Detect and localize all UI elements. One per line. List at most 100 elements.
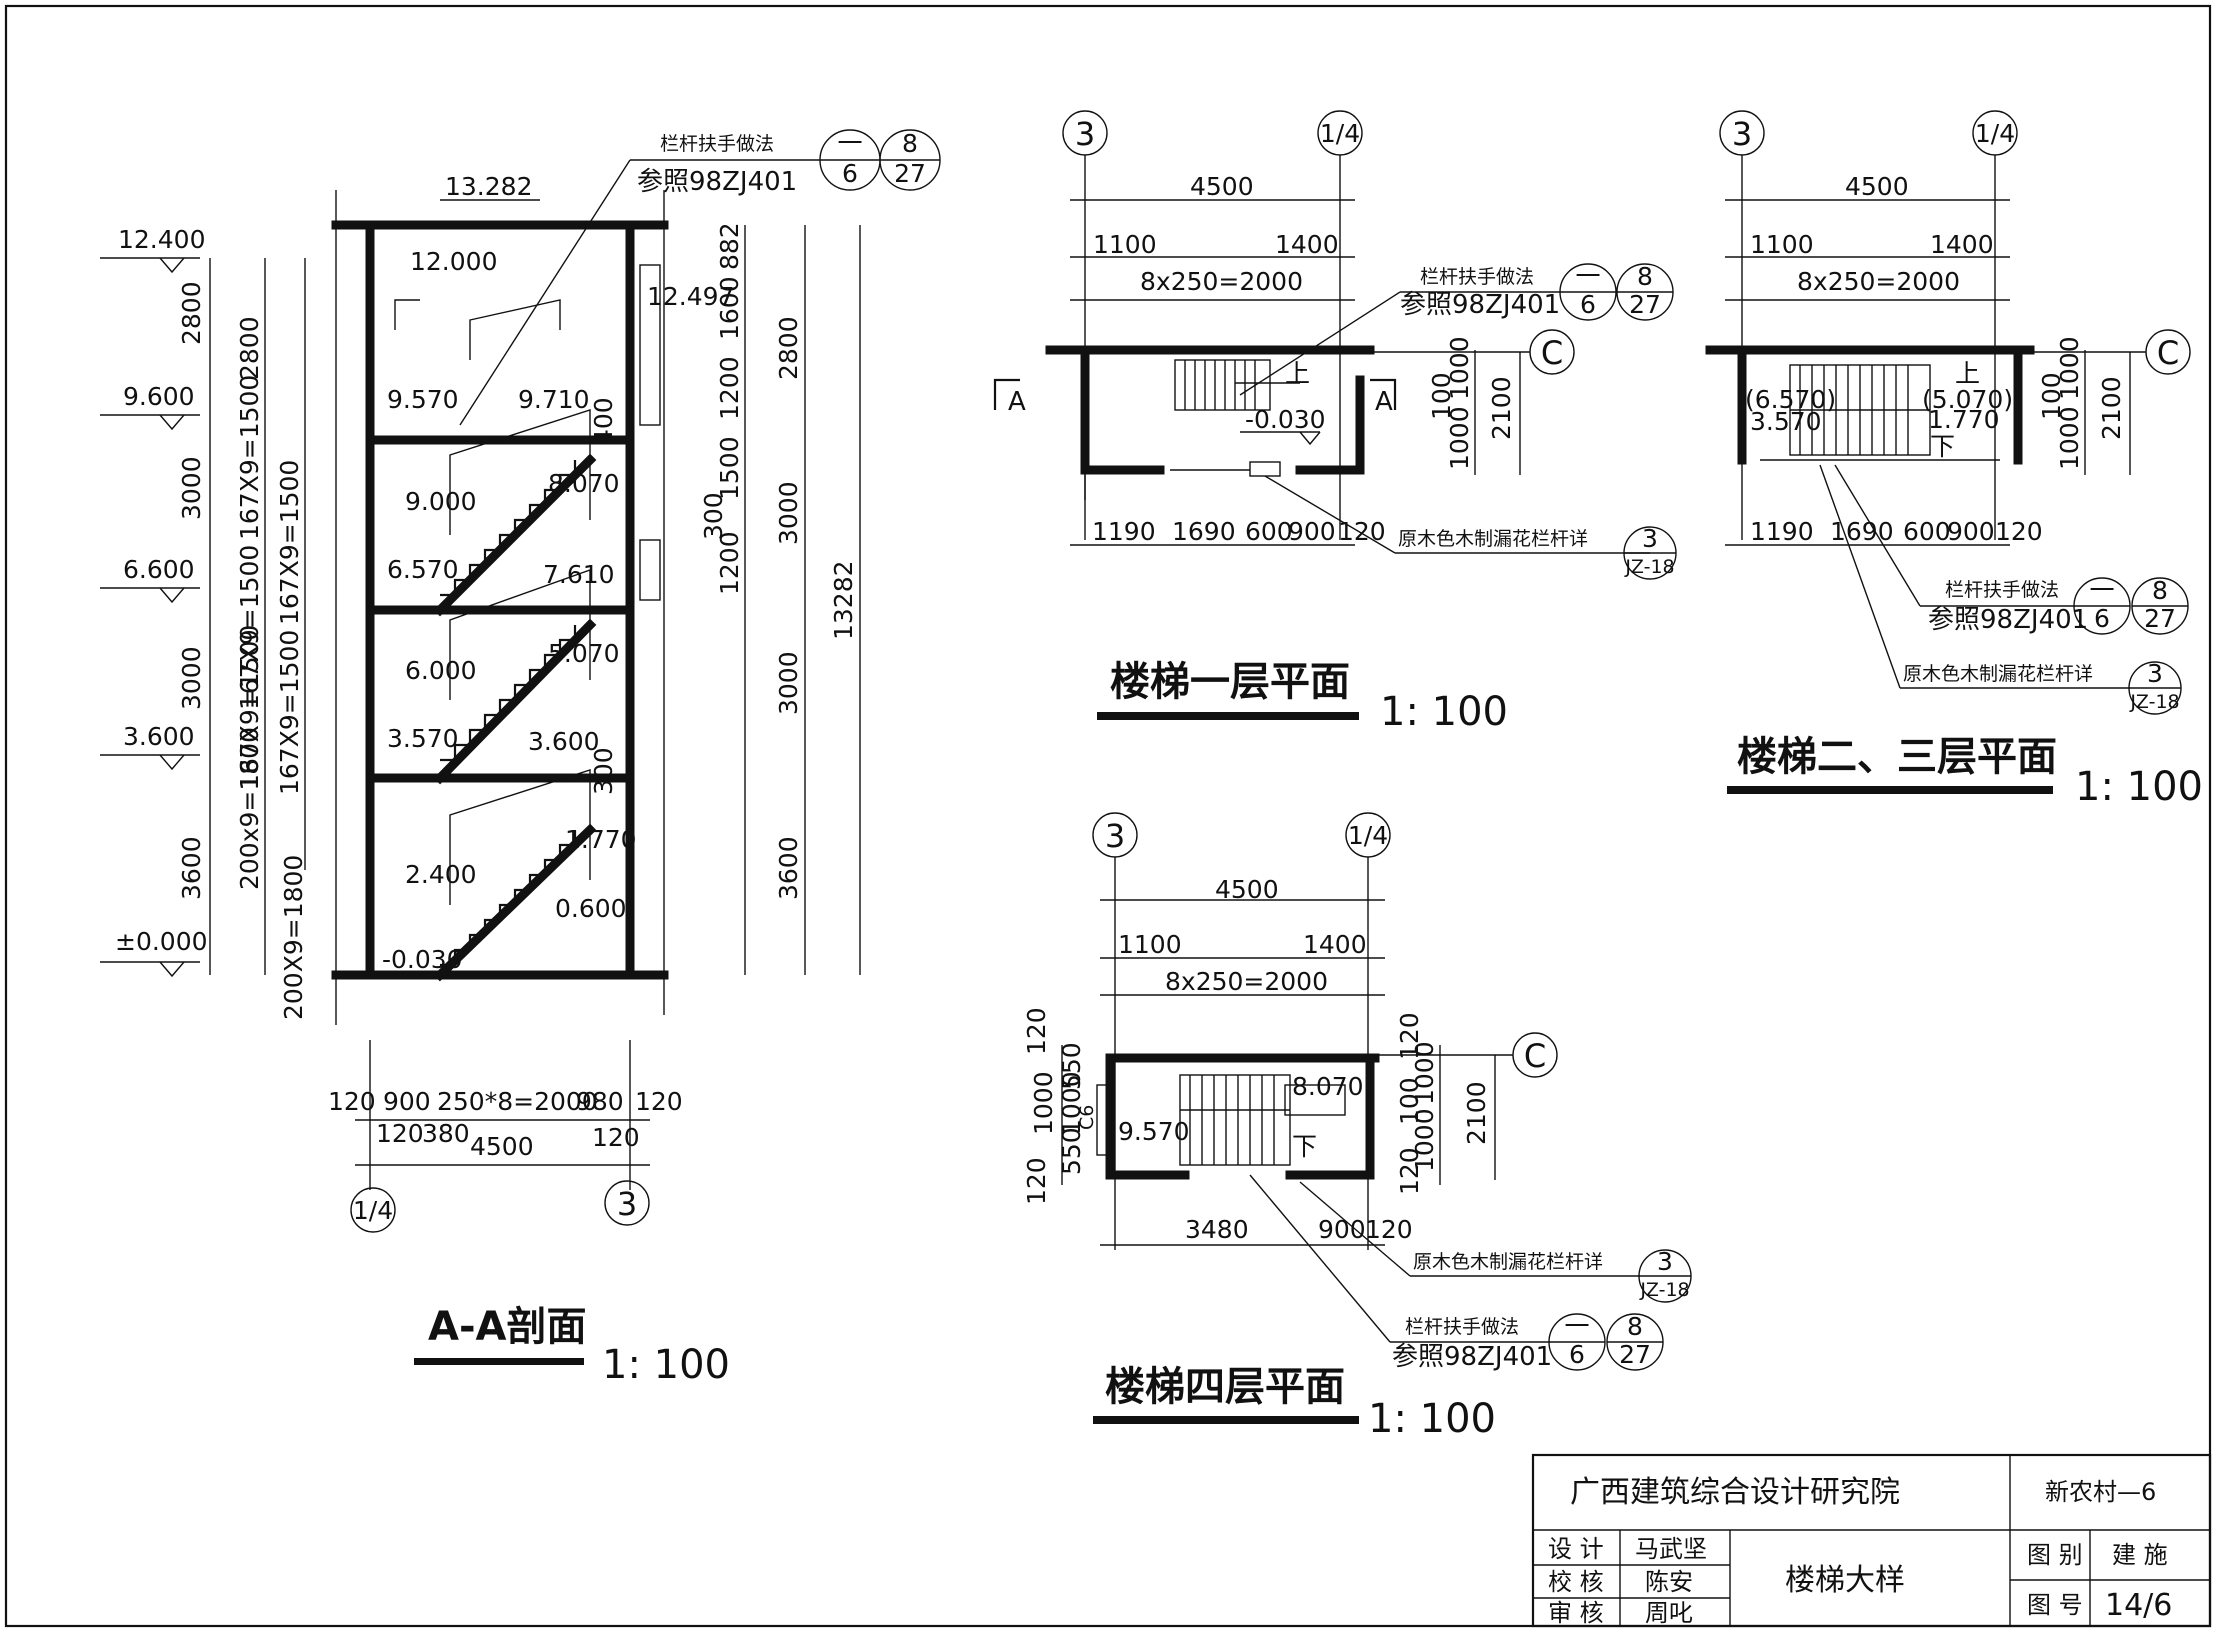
section-note-ref2-bottom: 27 bbox=[894, 159, 926, 188]
plan4-dim-l-1000b: 1000 bbox=[1057, 1071, 1086, 1135]
plan1-note1-ref-bottom: 6 bbox=[1580, 290, 1596, 319]
plan23-dim-total: 4500 bbox=[1845, 172, 1909, 201]
plan1-axis-c: C bbox=[1541, 334, 1563, 372]
section-title: A-A剖面 bbox=[428, 1304, 587, 1350]
plan23-up-label: 上 bbox=[1955, 359, 1980, 388]
plan4-note1-ref-bottom: JZ-18 bbox=[1639, 1279, 1689, 1301]
sheet-border bbox=[4, 4, 2212, 1628]
level-left-0000: ±0.000 bbox=[115, 927, 208, 956]
plan4-note2-ref-bottom: 6 bbox=[1569, 1340, 1585, 1369]
plan4-dim-treads: 8x250=2000 bbox=[1165, 967, 1328, 996]
dim-right-400: 400 bbox=[589, 397, 618, 445]
level-8070: 8.070 bbox=[548, 469, 620, 498]
plan1-dim-treads: 8x250=2000 bbox=[1140, 267, 1303, 296]
plan1-dim-b-120: 120 bbox=[1338, 517, 1386, 546]
plan1-note2-ref-bottom: JZ-18 bbox=[1624, 556, 1674, 578]
plan1-dim-right-1000b: 1000 bbox=[1445, 406, 1474, 470]
dim-right-1200b: 1200 bbox=[715, 531, 744, 595]
dim-right-total: 13282 bbox=[829, 560, 858, 640]
dim-left2-d: 200x9=1800 bbox=[235, 727, 264, 890]
axis-bubble-3: 3 bbox=[617, 1185, 637, 1223]
tb-number-label: 图 号 bbox=[2027, 1591, 2083, 1619]
section-aa: 栏杆扶手做法 参照98ZJ401 一 6 8 27 bbox=[100, 129, 941, 1388]
tb-category-label: 图 别 bbox=[2027, 1541, 2083, 1569]
level-left-6600: 6.600 bbox=[123, 555, 195, 584]
plan23-dim-right-100: 100 bbox=[2037, 372, 2066, 420]
plan23-dim-1100: 1100 bbox=[1750, 230, 1814, 259]
plan1-dim-1400: 1400 bbox=[1275, 230, 1339, 259]
plan4-note2-ref2-top: 8 bbox=[1627, 1312, 1643, 1341]
plan1-dim-total: 4500 bbox=[1190, 172, 1254, 201]
plan23-level-5070: (5.070) bbox=[1922, 385, 2013, 414]
plan1-note2-line1: 原木色木制漏花栏杆详 bbox=[1398, 528, 1588, 550]
plan1-dim-right-1000a: 1000 bbox=[1445, 336, 1474, 400]
tb-name-check: 陈安 bbox=[1645, 1568, 1693, 1596]
plan4-dims-left: 120 550 1000 1000 550 120 bbox=[1022, 1007, 1086, 1205]
level-0600: 0.600 bbox=[555, 894, 627, 923]
dim-left3-b: 167X9=1500 bbox=[275, 630, 304, 795]
level-12000: 12.000 bbox=[410, 247, 497, 276]
dim-right-300b: 300 bbox=[589, 747, 618, 795]
tb-name-design: 马武坚 bbox=[1635, 1535, 1707, 1563]
plan4-note1-line1: 原木色木制漏花栏杆详 bbox=[1413, 1251, 1603, 1273]
dim-left2-c: 167X9=1500 bbox=[235, 625, 264, 790]
plan23-axis-c: C bbox=[2157, 334, 2179, 372]
dim-bottom-900: 900 bbox=[383, 1087, 431, 1116]
plan1-dim-b-1190: 1190 bbox=[1092, 517, 1156, 546]
plan1-dim-b-600: 600 bbox=[1245, 517, 1293, 546]
plan4-note2-ref-top: 一 bbox=[1564, 1312, 1589, 1341]
level-9710: 9.710 bbox=[518, 385, 590, 414]
plan4-dim-1400: 1400 bbox=[1303, 930, 1367, 959]
dim-bottom-treads: 250*8=2000 bbox=[437, 1087, 598, 1116]
plan23-dim-right-1000b: 1000 bbox=[2055, 406, 2084, 470]
dim-bottom-120a: 120 bbox=[328, 1087, 376, 1116]
plan4-dim-l-550b: 550 bbox=[1057, 1127, 1086, 1175]
plan4-dim-b-120: 120 bbox=[1365, 1215, 1413, 1244]
plan4-dim-r-1000a: 1000 bbox=[1410, 1041, 1439, 1105]
plan4-level-9570: 9.570 bbox=[1118, 1117, 1190, 1146]
level-12497: 12.497 bbox=[647, 282, 734, 311]
plan23-note1-ref-top: 一 bbox=[2089, 576, 2114, 605]
plan1-note1-line2: 参照98ZJ401 bbox=[1400, 290, 1560, 320]
plan23-dim-b-1190: 1190 bbox=[1750, 517, 1814, 546]
level-3600-inner: 3.600 bbox=[528, 727, 600, 756]
dim-right2-3000a: 3000 bbox=[774, 481, 803, 545]
plan1-dim-1100: 1100 bbox=[1093, 230, 1157, 259]
dim-left-3000a: 3000 bbox=[177, 456, 206, 520]
plan23-axis-1-4: 1/4 bbox=[1975, 119, 2015, 148]
plan-2-3f: 3 1/4 4500 1100 1400 8x250=2000 (6.570) … bbox=[1705, 110, 2203, 810]
plan23-note1-ref2-top: 8 bbox=[2152, 576, 2168, 605]
dims-bottom-1: 120 900 250*8=2000 980 120 bbox=[328, 1087, 683, 1116]
dim-bottom2-120: 120 bbox=[376, 1119, 424, 1148]
plan1-dim-b-1690: 1690 bbox=[1172, 517, 1236, 546]
plan4-dim-b-900: 900 bbox=[1318, 1215, 1366, 1244]
plan23-axis-3: 3 bbox=[1732, 115, 1752, 153]
level-5070: 5.070 bbox=[548, 639, 620, 668]
plan1-section-mark-a-left: A bbox=[1008, 387, 1026, 417]
dims-left-1: 2800 3000 3000 3600 bbox=[177, 281, 206, 900]
plan4-note2-line1: 栏杆扶手做法 bbox=[1405, 1316, 1519, 1338]
plan4-dim-r-120b: 120 bbox=[1395, 1147, 1424, 1195]
plan4-axis-3: 3 bbox=[1105, 817, 1125, 855]
dim-right-1200a: 1200 bbox=[715, 356, 744, 420]
dim-left-3600: 3600 bbox=[177, 836, 206, 900]
plan23-title: 楼梯二、三层平面 bbox=[1737, 734, 2057, 780]
plan4-dim-total: 4500 bbox=[1215, 875, 1279, 904]
plan4-window-label: C6 bbox=[1076, 1105, 1098, 1130]
dim-left2-a: 167X9=1500 bbox=[235, 375, 264, 540]
section-note-ref-bottom: 6 bbox=[842, 159, 858, 188]
plan23-note2-ref-top: 3 bbox=[2147, 659, 2163, 688]
plan1-title: 楼梯一层平面 bbox=[1110, 659, 1350, 705]
tb-project: 新农村—6 bbox=[2045, 1478, 2156, 1506]
tb-role-check: 校 核 bbox=[1548, 1568, 1604, 1596]
tb-role-design: 设 计 bbox=[1548, 1535, 1604, 1563]
dims-right-1: 882 1600 1200 1500 300 1200 400 300 bbox=[589, 222, 744, 795]
plan23-dim-1400: 1400 bbox=[1930, 230, 1994, 259]
plan4-note2-ref2-bottom: 27 bbox=[1619, 1340, 1651, 1369]
dim-right2-3600: 3600 bbox=[774, 836, 803, 900]
plan23-note2-ref-bottom: JZ-18 bbox=[2129, 691, 2179, 713]
plan23-dim-b-600: 600 bbox=[1903, 517, 1951, 546]
plan1-dim-b-900: 900 bbox=[1288, 517, 1336, 546]
level-9570: 9.570 bbox=[387, 385, 459, 414]
